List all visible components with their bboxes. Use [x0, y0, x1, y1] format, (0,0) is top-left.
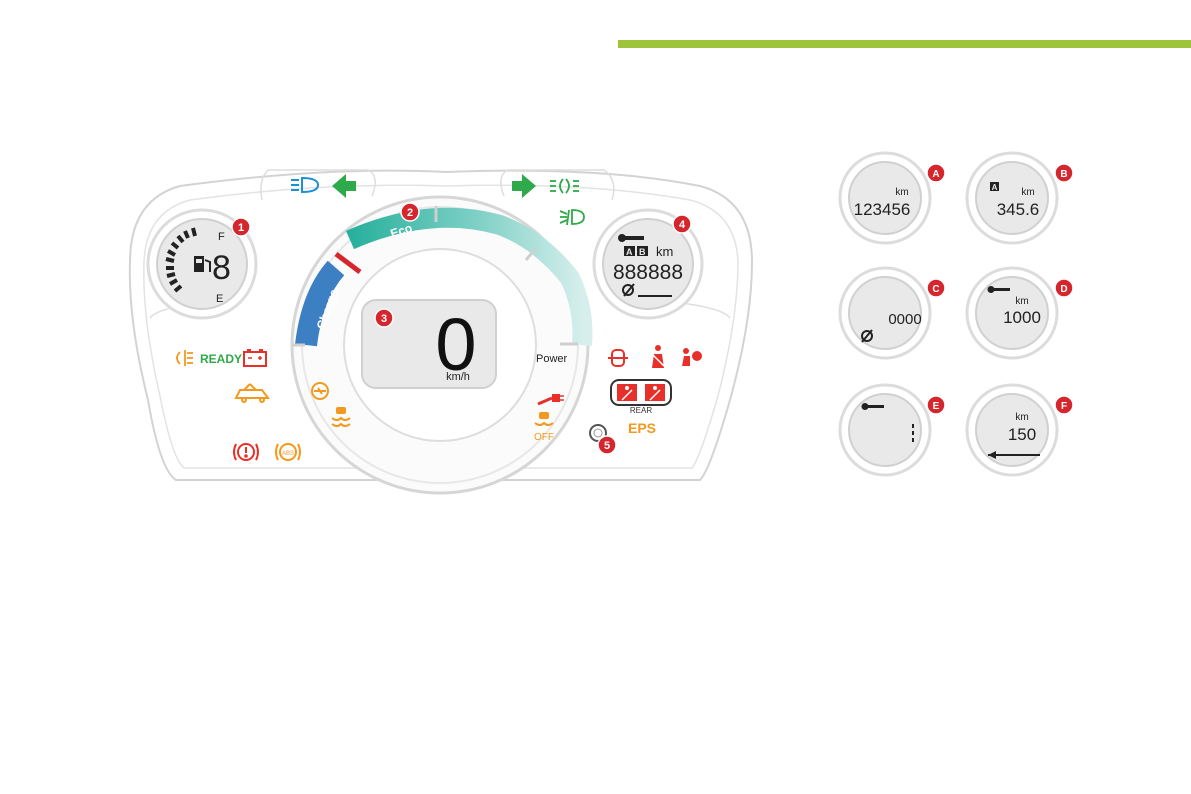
- trip-b-box: [637, 246, 648, 256]
- callout-4: 4: [672, 214, 692, 234]
- esp-off-label: OFF: [534, 432, 554, 443]
- mini-b-letter: B: [1060, 169, 1067, 180]
- fuel-full-label: F: [218, 231, 225, 243]
- mini-a-unit: km: [895, 187, 908, 198]
- svg-text:A: A: [626, 247, 633, 257]
- odometer-digits: 888888: [613, 261, 683, 284]
- mini-d-unit: km: [1015, 296, 1028, 307]
- abs-icon: [275, 443, 301, 461]
- svg-text:5: 5: [604, 440, 610, 452]
- headlight-main-beam-icon: [291, 176, 320, 194]
- eco-label: Eco: [389, 221, 414, 241]
- mini-d-value: 1000: [1003, 308, 1041, 327]
- callout-1: 1: [231, 217, 251, 237]
- mini-display-a: km 123456 A: [838, 151, 946, 245]
- esp-off-icon: [534, 412, 554, 426]
- door-open-icon: [234, 383, 270, 403]
- mini-c-value: 0000: [888, 311, 921, 328]
- rear-seatbelt-panel: [610, 379, 672, 406]
- eps-label: EPS: [628, 420, 656, 436]
- svg-text:4: 4: [679, 219, 686, 231]
- rear-foglight-icon: [559, 209, 585, 226]
- battery-icon: [243, 349, 267, 367]
- mini-c-letter: C: [932, 284, 939, 295]
- rear-foglight-indicator-icon: [176, 350, 193, 366]
- mini-display-e: E: [838, 383, 946, 477]
- mini-display-f: km 150 F: [965, 383, 1074, 477]
- tyre-icon: [861, 329, 873, 343]
- trip-a-box: [624, 246, 635, 256]
- steering-lock-icon: [311, 382, 329, 400]
- speed-unit: km/h: [446, 371, 470, 383]
- rear-label: REAR: [630, 406, 652, 415]
- seatbelt-icon: [651, 345, 665, 368]
- odometer-unit: km: [656, 244, 673, 259]
- fuel-level-bars: [165, 227, 197, 293]
- esp-icon: [331, 407, 351, 427]
- callout-3: 3: [374, 308, 394, 328]
- accent-bar: [618, 40, 1191, 48]
- mini-f-value: 150: [1008, 425, 1036, 444]
- callout-2: 2: [400, 202, 420, 222]
- right-turn-arrow-icon: [512, 174, 536, 198]
- fuel-empty-label: E: [216, 293, 223, 305]
- speed-lcd: [361, 299, 497, 389]
- mini-f-letter: F: [1061, 401, 1067, 412]
- wrench-icon: [987, 286, 1010, 293]
- fuel-pump-icon: [194, 256, 211, 272]
- mini-b-unit: km: [1021, 187, 1034, 198]
- callout-5: 5: [597, 435, 617, 455]
- mini-b-value: 345.6: [997, 200, 1040, 219]
- seat-occupancy-icon: [608, 349, 628, 367]
- svg-text:1: 1: [238, 222, 244, 234]
- zero-marker: [334, 252, 362, 274]
- mini-a-letter: A: [932, 169, 939, 180]
- mini-a-value: 123456: [854, 200, 911, 219]
- abs-label: ABS: [282, 451, 294, 457]
- mini-display-c: 0000 C: [838, 266, 946, 360]
- charge-arc: [295, 260, 345, 347]
- mini-d-letter: D: [1060, 284, 1067, 295]
- airbag-icon: [682, 348, 702, 366]
- wrench-icon: [861, 403, 884, 410]
- sidelights-icon: [550, 178, 579, 194]
- svg-text:2: 2: [407, 207, 413, 219]
- mini-display-d: km 1000 D: [965, 266, 1074, 360]
- charge-plug-icon: [537, 394, 564, 406]
- mini-e-letter: E: [933, 401, 940, 412]
- wrench-icon: [618, 234, 644, 242]
- speed-value: 0: [435, 303, 476, 386]
- tyre-icon: [622, 283, 672, 297]
- mini-f-unit: km: [1015, 412, 1028, 423]
- power-label: Power: [536, 353, 568, 365]
- ready-label: READY: [200, 352, 242, 366]
- fuel-segment-digit: 8: [212, 249, 231, 287]
- svg-text:B: B: [639, 247, 646, 257]
- brake-warning-icon: [233, 443, 259, 461]
- mini-b-trip: A: [992, 183, 998, 192]
- mini-display-b: A km 345.6 B: [965, 151, 1074, 245]
- svg-text:3: 3: [381, 313, 387, 325]
- left-turn-arrow-icon: [332, 174, 356, 198]
